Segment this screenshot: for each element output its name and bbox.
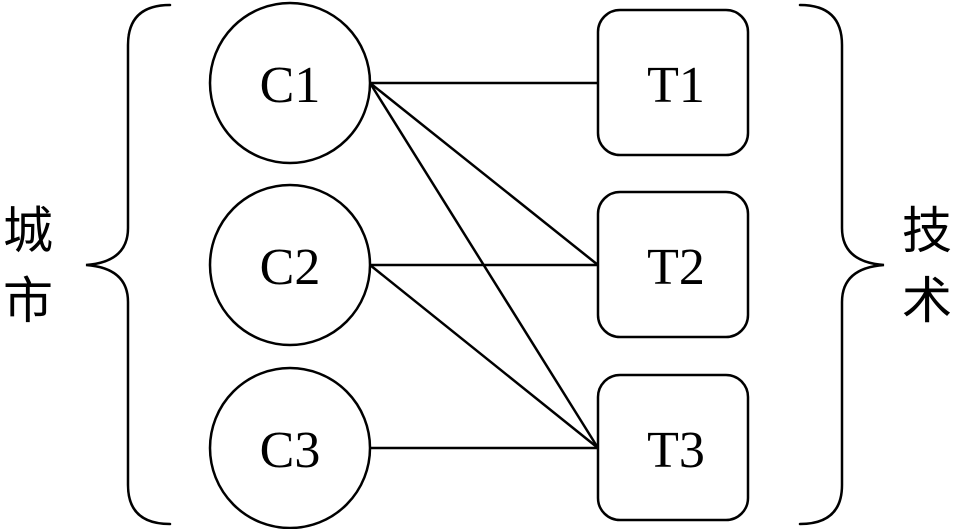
tech-node-t3: T3 bbox=[596, 373, 750, 522]
right-group-label: 技 术 bbox=[902, 202, 952, 330]
city-node-c3-circle bbox=[208, 366, 372, 529]
left-group-label: 城 市 bbox=[3, 202, 53, 330]
connection-lines bbox=[368, 81, 600, 450]
right-label-char-2: 术 bbox=[902, 272, 952, 330]
edge-c2-t3 bbox=[369, 264, 599, 449]
city-node-c3: C3 bbox=[208, 366, 372, 529]
city-node-c1: C1 bbox=[208, 1, 372, 165]
edge-c1-t2 bbox=[369, 82, 599, 266]
left-label-char-2: 市 bbox=[3, 272, 53, 330]
tech-node-t2: T2 bbox=[596, 190, 750, 339]
city-node-c2-circle bbox=[208, 183, 372, 347]
left-label-char-1: 城 bbox=[3, 202, 53, 260]
tech-node-t2-box bbox=[596, 190, 750, 339]
city-node-c2: C2 bbox=[208, 183, 372, 347]
tech-node-t1: T1 bbox=[596, 8, 750, 157]
left-brace bbox=[85, 3, 172, 526]
city-node-c1-label: C1 bbox=[260, 57, 321, 114]
technology-nodes: T1 T2 T3 bbox=[596, 8, 750, 522]
tech-node-t3-box bbox=[596, 373, 750, 522]
city-node-c2-label: C2 bbox=[260, 239, 321, 296]
city-nodes: C1 C2 C3 bbox=[208, 1, 372, 529]
right-label-char-1: 技 bbox=[902, 202, 952, 260]
city-node-c1-circle bbox=[208, 1, 372, 165]
right-brace bbox=[798, 3, 885, 526]
city-node-c3-label: C3 bbox=[260, 422, 321, 479]
tech-node-t2-label: T2 bbox=[647, 239, 705, 296]
tech-node-t1-box bbox=[596, 8, 750, 157]
tech-node-t1-label: T1 bbox=[647, 57, 705, 114]
tech-node-t3-label: T3 bbox=[647, 422, 705, 479]
